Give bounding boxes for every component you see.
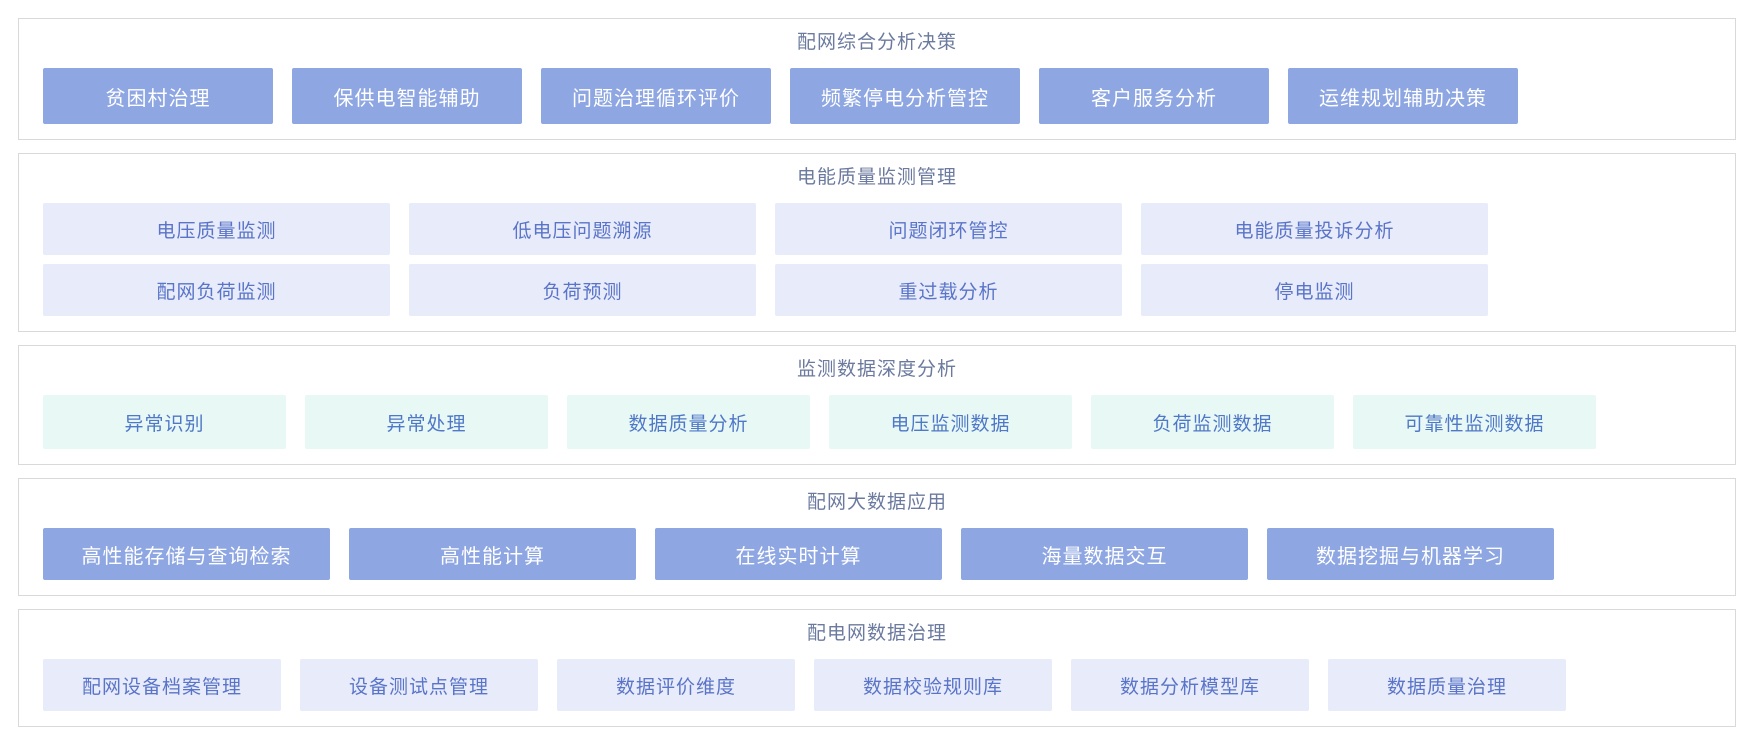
module-tile[interactable]: 运维规划辅助决策 — [1288, 68, 1518, 124]
module-tile[interactable]: 数据质量分析 — [567, 395, 810, 449]
panel-title: 配电网数据治理 — [806, 623, 947, 644]
panel-title: 电能质量监测管理 — [796, 167, 957, 188]
panel-title: 配网大数据应用 — [806, 492, 947, 513]
module-tile[interactable]: 数据评价维度 — [557, 659, 795, 711]
tile-row: 配网负荷监测负荷预测重过载分析停电监测 — [43, 264, 1711, 316]
module-tile[interactable]: 低电压问题溯源 — [409, 203, 756, 255]
tile-row: 高性能存储与查询检索高性能计算在线实时计算海量数据交互数据挖掘与机器学习 — [43, 528, 1711, 580]
module-tile[interactable]: 高性能存储与查询检索 — [43, 528, 330, 580]
panel-title: 配网综合分析决策 — [796, 32, 957, 53]
panel-monitoring-data-deep-analysis: 监测数据深度分析异常识别异常处理数据质量分析电压监测数据负荷监测数据可靠性监测数… — [18, 345, 1736, 465]
module-tile[interactable]: 配网设备档案管理 — [43, 659, 281, 711]
module-tile[interactable]: 可靠性监测数据 — [1353, 395, 1596, 449]
module-tile[interactable]: 负荷预测 — [409, 264, 756, 316]
module-tile[interactable]: 客户服务分析 — [1039, 68, 1269, 124]
architecture-diagram: 配网综合分析决策贫困村治理保供电智能辅助问题治理循环评价频繁停电分析管控客户服务… — [18, 18, 1736, 727]
module-tile[interactable]: 高性能计算 — [349, 528, 636, 580]
panel-distribution-network-data-governance: 配电网数据治理配网设备档案管理设备测试点管理数据评价维度数据校验规则库数据分析模… — [18, 609, 1736, 727]
module-tile[interactable]: 电压质量监测 — [43, 203, 390, 255]
panel-distribution-network-big-data-application: 配网大数据应用高性能存储与查询检索高性能计算在线实时计算海量数据交互数据挖掘与机… — [18, 478, 1736, 596]
module-tile[interactable]: 数据质量治理 — [1328, 659, 1566, 711]
module-tile[interactable]: 问题治理循环评价 — [541, 68, 771, 124]
tile-row: 异常识别异常处理数据质量分析电压监测数据负荷监测数据可靠性监测数据 — [43, 395, 1711, 449]
module-tile[interactable]: 配网负荷监测 — [43, 264, 390, 316]
module-tile[interactable]: 停电监测 — [1141, 264, 1488, 316]
module-tile[interactable]: 电压监测数据 — [829, 395, 1072, 449]
module-tile[interactable]: 海量数据交互 — [961, 528, 1248, 580]
module-tile[interactable]: 负荷监测数据 — [1091, 395, 1334, 449]
module-tile[interactable]: 保供电智能辅助 — [292, 68, 522, 124]
tile-row: 电压质量监测低电压问题溯源问题闭环管控电能质量投诉分析 — [43, 203, 1711, 255]
module-tile[interactable]: 贫困村治理 — [43, 68, 273, 124]
module-tile[interactable]: 电能质量投诉分析 — [1141, 203, 1488, 255]
module-tile[interactable]: 设备测试点管理 — [300, 659, 538, 711]
module-tile[interactable]: 问题闭环管控 — [775, 203, 1122, 255]
panel-title: 监测数据深度分析 — [796, 359, 957, 380]
module-tile[interactable]: 数据校验规则库 — [814, 659, 1052, 711]
tile-row: 贫困村治理保供电智能辅助问题治理循环评价频繁停电分析管控客户服务分析运维规划辅助… — [43, 68, 1711, 124]
module-tile[interactable]: 频繁停电分析管控 — [790, 68, 1020, 124]
module-tile[interactable]: 在线实时计算 — [655, 528, 942, 580]
module-tile[interactable]: 异常处理 — [305, 395, 548, 449]
module-tile[interactable]: 重过载分析 — [775, 264, 1122, 316]
tile-row: 配网设备档案管理设备测试点管理数据评价维度数据校验规则库数据分析模型库数据质量治… — [43, 659, 1711, 711]
module-tile[interactable]: 数据挖掘与机器学习 — [1267, 528, 1554, 580]
panel-power-quality-monitoring-management: 电能质量监测管理电压质量监测低电压问题溯源问题闭环管控电能质量投诉分析配网负荷监… — [18, 153, 1736, 332]
module-tile[interactable]: 数据分析模型库 — [1071, 659, 1309, 711]
module-tile[interactable]: 异常识别 — [43, 395, 286, 449]
panel-distribution-network-analysis-decision: 配网综合分析决策贫困村治理保供电智能辅助问题治理循环评价频繁停电分析管控客户服务… — [18, 18, 1736, 140]
